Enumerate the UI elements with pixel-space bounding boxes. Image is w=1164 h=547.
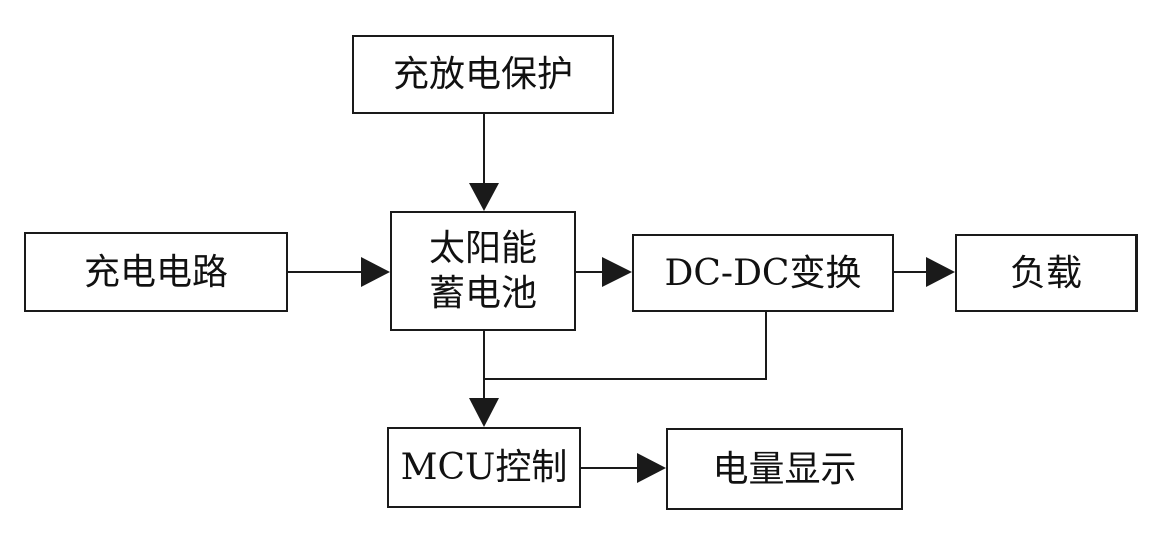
node-charge-discharge-protection: 充放电保护 bbox=[352, 35, 614, 114]
arrowhead-charging-battery bbox=[361, 257, 390, 287]
node-battery-display: 电量显示 bbox=[666, 428, 903, 510]
node-dcdc-converter: DC-DC变换 bbox=[632, 234, 894, 312]
arrowhead-to-mcu bbox=[469, 398, 499, 427]
node-label: 充电电路 bbox=[83, 251, 228, 293]
node-mcu-control: MCU控制 bbox=[387, 427, 581, 508]
node-label-line1: 太阳能 bbox=[428, 228, 537, 269]
arrowhead-dcdc-load bbox=[926, 257, 955, 287]
node-solar-battery: 太阳能 蓄电池 bbox=[390, 211, 576, 331]
node-label: 充放电保护 bbox=[392, 54, 573, 95]
node-label: MCU控制 bbox=[400, 447, 568, 488]
node-load: 负载 bbox=[955, 234, 1138, 312]
arrowhead-protection-battery bbox=[469, 183, 499, 211]
node-label: 负载 bbox=[1009, 252, 1082, 294]
connector-dcdc-feedback bbox=[484, 312, 767, 380]
node-label: 电量显示 bbox=[712, 448, 857, 490]
arrowhead-mcu-display bbox=[637, 453, 666, 483]
node-label: DC-DC变换 bbox=[664, 252, 862, 294]
arrowhead-battery-dcdc bbox=[602, 257, 632, 287]
node-label-line2: 蓄电池 bbox=[428, 273, 537, 314]
node-charging-circuit: 充电电路 bbox=[24, 232, 288, 312]
